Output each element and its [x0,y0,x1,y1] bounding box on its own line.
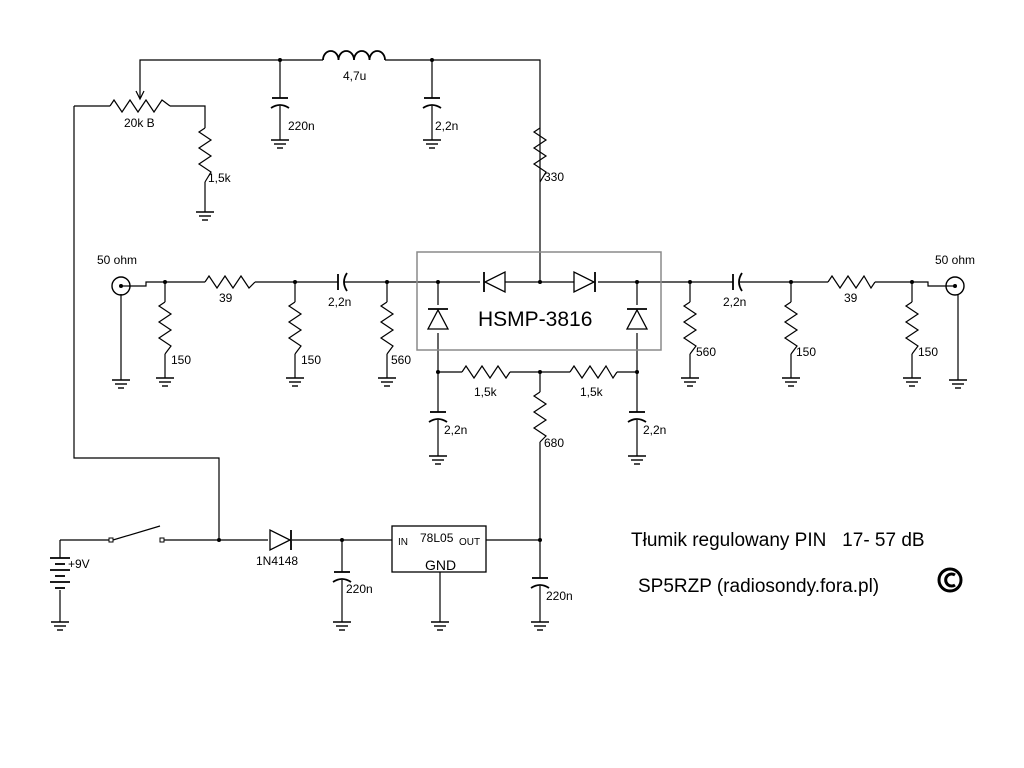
resistor-150-out-1 [783,301,799,355]
inductor-4-7u [322,50,386,61]
ground-icon [156,377,174,387]
ground-icon [949,379,967,389]
regulator-in-label: IN [398,537,408,548]
label-r-150-out-2: 150 [918,345,938,359]
label-pot-20k: 20k B [124,116,155,130]
coax-connector-output [945,276,965,296]
ground-icon [782,377,800,387]
label-c-2-2n-in: 2,2n [328,295,351,309]
ground-icon [196,211,214,221]
resistor-560-out [682,301,698,355]
ground-icon [531,621,549,631]
label-r-1-5k-pot: 1,5k [208,171,232,185]
pin-diode-series-left [483,270,506,294]
resistors [109,88,920,443]
coax-connector-input [111,276,131,296]
label-r-560-out: 560 [696,345,716,359]
label-c-2-2n-out: 2,2n [723,295,746,309]
capacitor-2-2n-bias-right [627,411,647,423]
resistor-150-in-1 [157,301,173,355]
label-r-330: 330 [544,170,564,184]
hsmp-3816-package [416,251,662,351]
label-c-2-2n-bias-right: 2,2n [643,423,666,437]
label-r-150-in-2: 150 [301,353,321,367]
label-supply-voltage: +9V [68,557,90,571]
ground-icon [628,455,646,465]
capacitors [270,97,743,589]
ground-icon [51,621,69,631]
label-diode-1n4148: 1N4148 [256,554,298,568]
label-c-220n-top: 220n [288,119,315,133]
regulator-name-label: 78L05 [420,531,454,545]
label-r-39-out: 39 [844,291,858,305]
label-c-220n-out: 220n [546,589,573,603]
ground-icon [333,621,351,631]
junction-dots [163,58,914,542]
capacitor-2-2n-out-series [732,272,743,292]
capacitor-220n-out [530,577,550,589]
ground-symbols [51,139,967,631]
resistor-1-5k-left [461,364,511,380]
resistor-330 [532,127,548,183]
label-r-560-in: 560 [391,353,411,367]
resistor-680 [532,391,548,443]
diode-1n4148 [269,528,292,552]
author-credit: SP5RZP (radiosondy.fora.pl) [638,576,879,597]
capacitor-2-2n-bias-left [428,411,448,423]
resistor-560-in [379,301,395,355]
ground-icon [681,377,699,387]
label-r-39-in: 39 [219,291,233,305]
ground-icon [286,377,304,387]
ground-icon [423,139,441,149]
label-c-2-2n-bias-left: 2,2n [444,423,467,437]
diodes [269,270,649,552]
ground-icon [429,455,447,465]
power-switch [108,525,165,543]
capacitor-2-2n-top [422,97,442,109]
ground-icon [271,139,289,149]
label-r-1-5k-right: 1,5k [580,385,604,399]
pin-diode-shunt-right [625,308,649,330]
resistor-150-out-2 [904,301,920,355]
capacitor-220n-top [270,97,290,109]
label-r-680: 680 [544,436,564,450]
capacitor-220n-in [332,571,352,583]
ic-name-label: HSMP-3816 [478,308,592,331]
labels: 50 ohm 50 ohm 39 39 150 150 560 2,2n 560… [68,69,975,603]
diagram-title: Tłumik regulowany PIN 17- 57 dB [631,530,925,551]
battery-9v [50,557,70,589]
label-r-150-out-1: 150 [796,345,816,359]
port-output-label: 50 ohm [935,253,975,267]
regulator-78l05-body [391,525,487,573]
regulator-gnd-label: GND [425,557,456,573]
pin-diode-shunt-left [426,308,450,330]
label-c-220n-in: 220n [346,582,373,596]
ground-icon [378,377,396,387]
potentiometer-20k [109,98,171,114]
copyright-icon [937,567,963,593]
resistor-1-5k-pot [197,127,213,183]
port-input-label: 50 ohm [97,253,137,267]
label-c-2-2n-top: 2,2n [435,119,458,133]
label-r-1-5k-left: 1,5k [474,385,498,399]
ground-icon [112,379,130,389]
pin-diode-series-right [573,270,596,294]
resistor-39-out [827,274,876,290]
ground-icon [903,377,921,387]
regulator-out-label: OUT [459,537,480,548]
resistor-1-5k-right [569,364,618,380]
resistor-150-in-2 [287,301,303,355]
capacitor-2-2n-in-series [337,272,348,292]
ground-icon [431,621,449,631]
label-r-150-in-1: 150 [171,353,191,367]
resistor-39-in [204,274,256,290]
label-l-4-7u: 4,7u [343,69,366,83]
